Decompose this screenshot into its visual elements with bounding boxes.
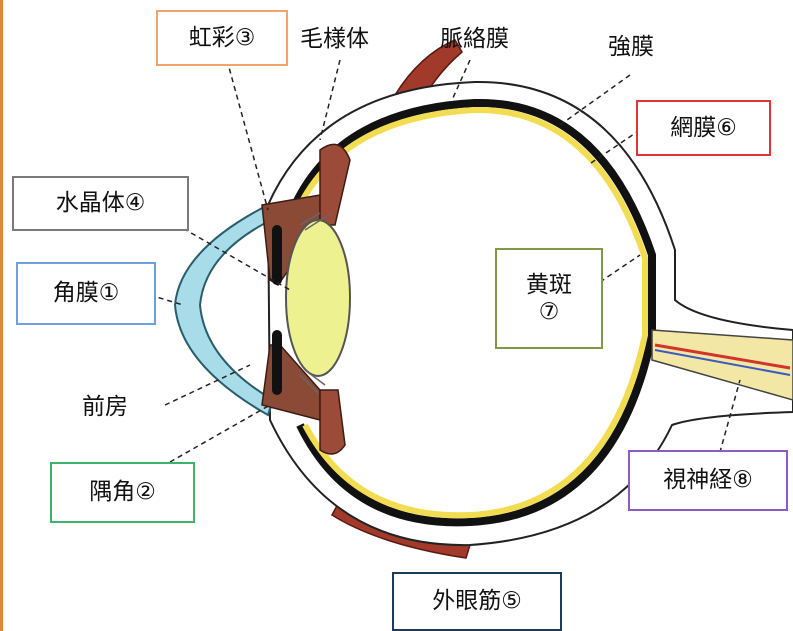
leader-ciliary — [319, 59, 341, 141]
leader-retina — [587, 129, 641, 166]
ciliary-body-upper — [319, 143, 351, 226]
label-angle: 隅角② — [50, 462, 195, 523]
label-iris: 虹彩③ — [156, 10, 288, 66]
label-optic-nerve: 視神経⑧ — [628, 450, 788, 511]
leader-lines — [149, 59, 741, 471]
leader-anterior — [164, 364, 251, 406]
label-retina: 網膜⑥ — [636, 100, 771, 156]
label-extraocular-muscle: 外眼筋⑤ — [392, 572, 562, 631]
iris-pupil-edge-lower — [272, 330, 282, 395]
label-cornea: 角膜① — [16, 262, 156, 325]
leader-optic — [714, 379, 741, 471]
label-anterior-chamber: 前房 — [82, 394, 128, 420]
left-edge-stripe — [0, 0, 3, 631]
leader-angle — [169, 404, 271, 463]
ciliary-body-lower — [319, 389, 346, 455]
retina — [297, 106, 648, 519]
label-lens: 水晶体④ — [12, 176, 189, 231]
choroid — [291, 98, 656, 527]
optic-vessel-blue — [654, 349, 791, 376]
leader-lens — [159, 214, 291, 291]
iris-pupil-edge-upper — [272, 225, 282, 285]
leader-choroid — [451, 59, 471, 101]
label-sclera: 強膜 — [608, 34, 654, 60]
lens — [285, 219, 351, 377]
leader-sclera — [559, 74, 631, 126]
leader-macula — [599, 254, 641, 283]
label-ciliary-body: 毛様体 — [300, 26, 369, 52]
label-macula: 黄斑 ⑦ — [495, 248, 603, 349]
label-choroid: 脈絡膜 — [440, 26, 509, 52]
leader-cornea — [149, 294, 184, 306]
zonules — [299, 212, 331, 394]
optic-vessel-red — [654, 343, 791, 370]
leader-iris — [226, 59, 269, 211]
optic-nerve — [651, 329, 793, 401]
cornea — [173, 203, 277, 417]
